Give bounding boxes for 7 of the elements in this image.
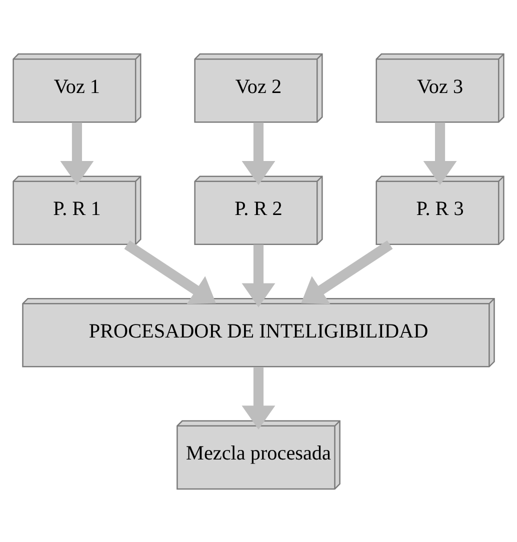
arrow <box>423 122 457 184</box>
arrow <box>124 240 216 304</box>
arrow <box>301 240 393 304</box>
arrow <box>60 122 94 184</box>
arrow <box>242 122 276 184</box>
arrow <box>242 366 276 430</box>
arrow <box>242 244 276 307</box>
